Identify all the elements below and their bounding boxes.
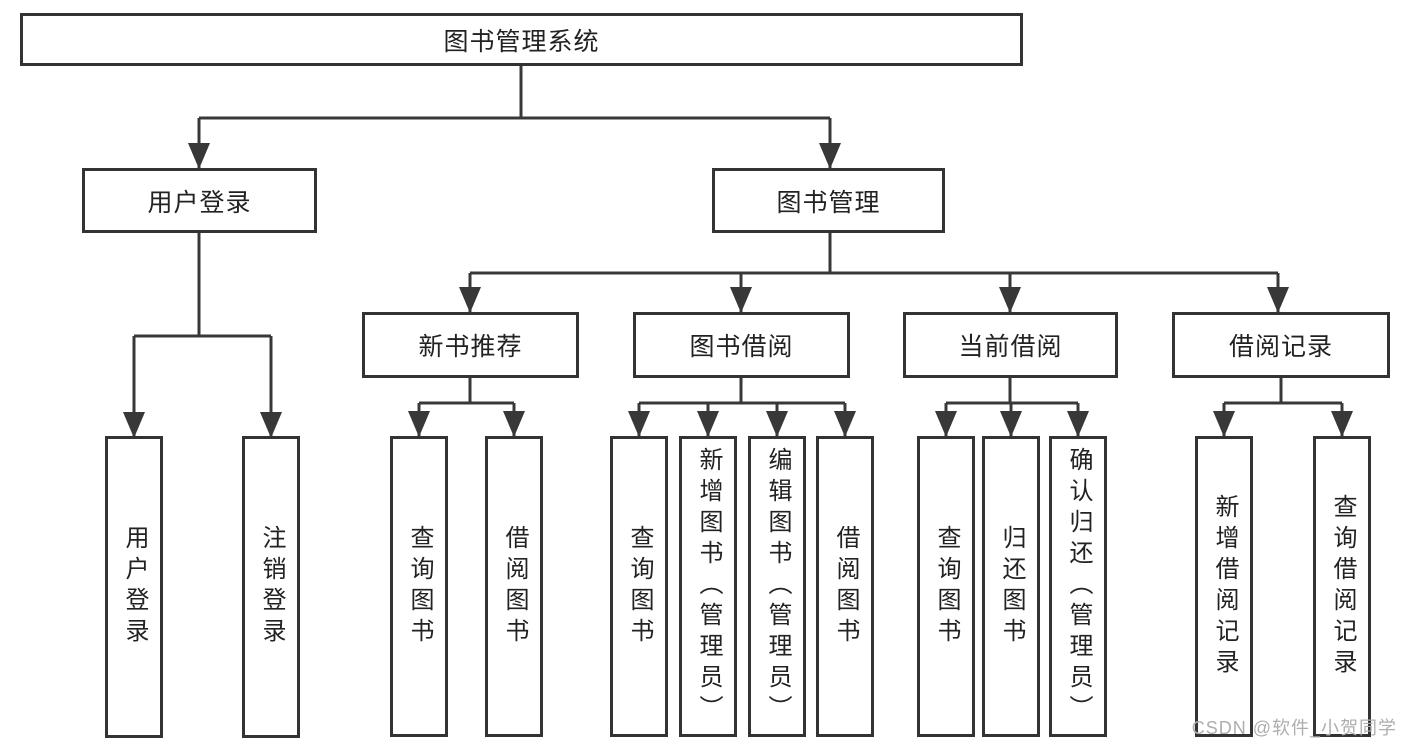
leaf-label: 借阅图书 bbox=[501, 524, 528, 649]
csdn-watermark: CSDN @软件_小贺同学 bbox=[1191, 718, 1397, 738]
leaf-current-return-books: 归还图书 bbox=[982, 436, 1040, 737]
leaf-current-query-books: 查询图书 bbox=[917, 436, 975, 737]
leaf-current-confirm-return-admin: 确认归还（管理员） bbox=[1049, 436, 1107, 737]
leaf-label: 查询图书 bbox=[933, 524, 960, 649]
leaf-logout: 注销登录 bbox=[242, 436, 300, 738]
node-book-management: 图书管理 bbox=[712, 168, 945, 233]
leaf-borrow-edit-books-admin: 编辑图书（管理员） bbox=[748, 436, 806, 737]
leaf-borrow-add-books-admin: 新增图书（管理员） bbox=[679, 436, 737, 737]
node-root: 图书管理系统 bbox=[20, 13, 1023, 66]
leaf-label: 归还图书 bbox=[998, 524, 1025, 649]
leaf-label: 确认归还（管理员） bbox=[1065, 447, 1092, 726]
leaf-borrow-borrow-books: 借阅图书 bbox=[816, 436, 874, 737]
node-book-borrow: 图书借阅 bbox=[633, 312, 850, 378]
leaf-records-add-record: 新增借阅记录 bbox=[1195, 436, 1253, 737]
leaf-label: 注销登录 bbox=[258, 525, 285, 649]
leaf-label: 查询借阅记录 bbox=[1329, 493, 1356, 680]
leaf-recommend-borrow-books: 借阅图书 bbox=[485, 436, 543, 737]
node-borrow-records: 借阅记录 bbox=[1172, 312, 1390, 378]
node-current-borrow: 当前借阅 bbox=[903, 312, 1118, 378]
leaf-label: 借阅图书 bbox=[832, 524, 859, 649]
leaf-label: 查询图书 bbox=[406, 524, 433, 649]
node-user-login: 用户登录 bbox=[82, 168, 317, 233]
leaf-label: 查询图书 bbox=[626, 524, 653, 649]
leaf-label: 编辑图书（管理员） bbox=[764, 447, 791, 726]
leaf-borrow-query-books: 查询图书 bbox=[610, 436, 668, 737]
leaf-user-login: 用户登录 bbox=[105, 436, 163, 738]
leaf-recommend-query-books: 查询图书 bbox=[390, 436, 448, 737]
leaf-label: 用户登录 bbox=[121, 525, 148, 649]
leaf-label: 新增借阅记录 bbox=[1211, 493, 1238, 680]
leaf-label: 新增图书（管理员） bbox=[695, 447, 722, 726]
leaf-records-query-record: 查询借阅记录 bbox=[1313, 436, 1371, 737]
node-new-book-recommend: 新书推荐 bbox=[362, 312, 579, 378]
